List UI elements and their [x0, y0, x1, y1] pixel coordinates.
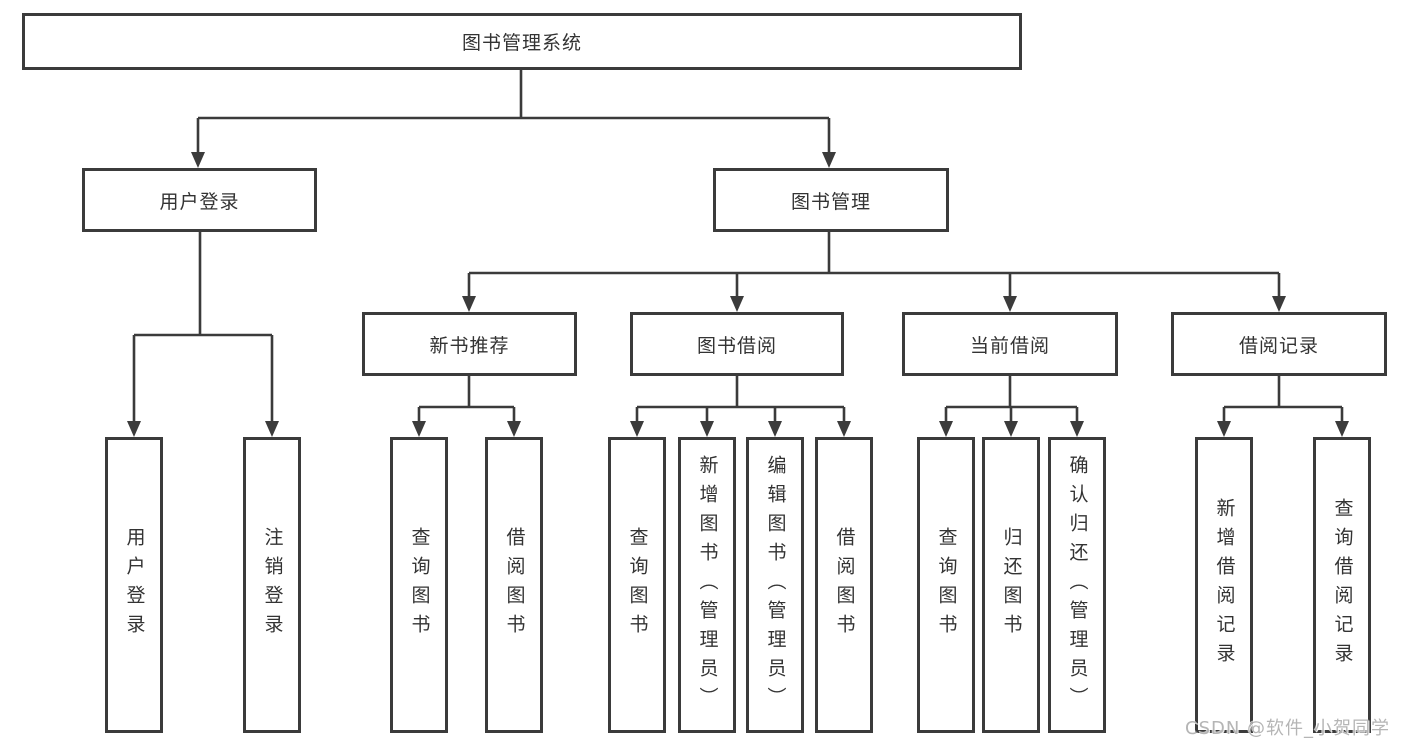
- node-new-book-recommend-label: 新书推荐: [429, 334, 510, 357]
- node-book-borrow: 图书借阅: [630, 312, 844, 376]
- leaf-add-borrow-record-label: 新增借阅记录: [1213, 498, 1236, 672]
- node-root-system-label: 图书管理系统: [461, 32, 582, 54]
- leaf-add-borrow-record: 新增借阅记录: [1195, 437, 1253, 733]
- leaf-borrow-books: 借阅图书: [815, 437, 873, 733]
- leaf-query-books-recommend: 查询图书: [390, 437, 448, 733]
- leaf-query-books-borrow: 查询图书: [608, 437, 666, 733]
- leaf-borrow-books-label: 借阅图书: [833, 527, 856, 643]
- node-borrow-records: 借阅记录: [1171, 312, 1387, 376]
- leaf-user-login: 用户登录: [105, 437, 163, 733]
- leaf-query-books-recommend-label: 查询图书: [408, 527, 431, 643]
- leaf-return-books-label: 归还图书: [1000, 527, 1023, 643]
- leaf-edit-book-admin-label: 编辑图书（管理员）: [764, 454, 787, 716]
- csdn-watermark: CSDN @软件_小贺同学: [1185, 718, 1391, 739]
- node-book-management-label: 图书管理: [790, 190, 871, 213]
- node-user-login: 用户登录: [82, 168, 317, 232]
- node-book-borrow-label: 图书借阅: [696, 334, 777, 357]
- leaf-confirm-return-admin: 确认归还（管理员）: [1048, 437, 1106, 733]
- leaf-confirm-return-admin-label: 确认归还（管理员）: [1066, 454, 1089, 716]
- node-new-book-recommend: 新书推荐: [362, 312, 577, 376]
- leaf-query-borrow-record: 查询借阅记录: [1313, 437, 1371, 733]
- node-book-management: 图书管理: [713, 168, 949, 232]
- leaf-query-books-borrow-label: 查询图书: [626, 527, 649, 643]
- leaf-add-book-admin-label: 新增图书（管理员）: [696, 454, 719, 716]
- leaf-borrow-books-recommend-label: 借阅图书: [503, 527, 526, 643]
- node-root-system: 图书管理系统: [22, 13, 1022, 70]
- node-current-borrow: 当前借阅: [902, 312, 1118, 376]
- leaf-user-login-label: 用户登录: [123, 527, 146, 643]
- node-current-borrow-label: 当前借阅: [969, 334, 1050, 357]
- leaf-borrow-books-recommend: 借阅图书: [485, 437, 543, 733]
- leaf-logout-label: 注销登录: [261, 527, 284, 643]
- leaf-query-books-current-label: 查询图书: [935, 527, 958, 643]
- node-borrow-records-label: 借阅记录: [1238, 334, 1319, 357]
- leaf-logout: 注销登录: [243, 437, 301, 733]
- leaf-edit-book-admin: 编辑图书（管理员）: [746, 437, 804, 733]
- node-user-login-label: 用户登录: [159, 190, 240, 213]
- leaf-return-books: 归还图书: [982, 437, 1040, 733]
- leaf-add-book-admin: 新增图书（管理员）: [678, 437, 736, 733]
- leaf-query-borrow-record-label: 查询借阅记录: [1331, 498, 1354, 672]
- leaf-query-books-current: 查询图书: [917, 437, 975, 733]
